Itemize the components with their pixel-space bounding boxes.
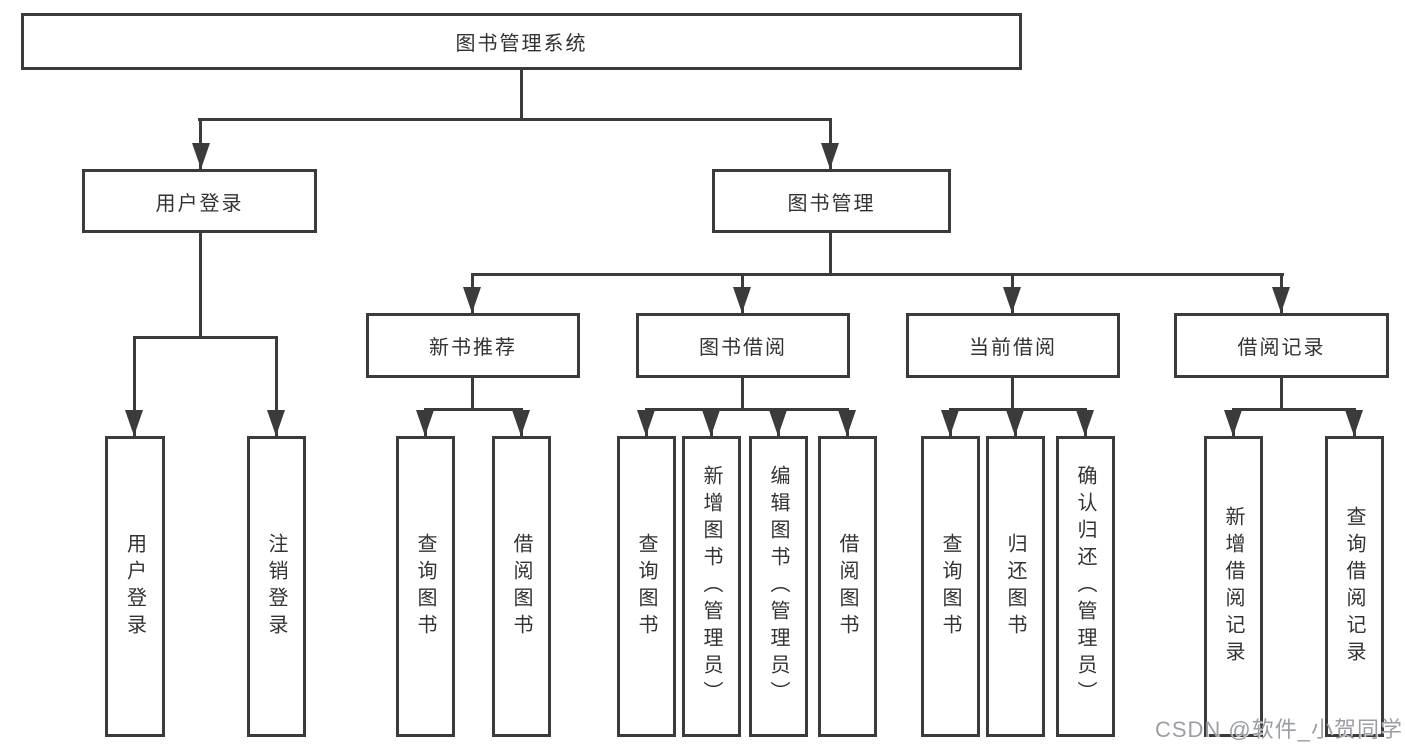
leaf-query-books-borrow: 查询图书 — [617, 436, 676, 737]
leaf-return-book: 归还图书 — [986, 436, 1045, 737]
leaf-edit-book-admin: 编辑图书（管理员） — [749, 436, 808, 737]
connector-line — [520, 69, 523, 118]
connector-line — [275, 336, 278, 436]
connector-line — [1232, 408, 1356, 411]
connector-line — [645, 408, 848, 411]
node-label: 新增借阅记录 — [1222, 505, 1244, 668]
arrow-down-icon — [838, 410, 856, 436]
node-new-book-recommend: 新书推荐 — [366, 313, 580, 378]
leaf-add-book-admin: 新增图书（管理员） — [682, 436, 741, 737]
connector-line — [199, 233, 202, 336]
arrow-down-icon — [1224, 410, 1242, 436]
node-label: 新增图书（管理员） — [700, 465, 722, 708]
node-label: 归还图书 — [1004, 532, 1026, 641]
node-label: 用户登录 — [123, 532, 146, 641]
connector-line — [471, 273, 1284, 276]
node-label: 借阅图书 — [510, 532, 532, 641]
arrow-down-icon — [416, 410, 434, 436]
node-label: 新书推荐 — [429, 337, 517, 359]
connector-line — [198, 118, 832, 121]
node-label: 查询图书 — [414, 532, 436, 641]
arrow-down-icon — [125, 410, 143, 436]
node-book-borrow: 图书借阅 — [636, 313, 850, 378]
node-label: 查询图书 — [635, 532, 657, 641]
arrow-down-icon — [1345, 410, 1363, 436]
connector-line — [133, 336, 136, 436]
arrow-down-icon — [637, 410, 655, 436]
leaf-borrow-books-2: 借阅图书 — [818, 436, 877, 737]
node-label: 图书管理系统 — [455, 33, 588, 55]
arrow-down-icon — [733, 287, 751, 313]
node-label: 图书管理 — [787, 192, 876, 215]
arrow-down-icon — [941, 410, 959, 436]
leaf-add-borrow-record: 新增借阅记录 — [1204, 436, 1263, 737]
connector-line — [829, 233, 832, 273]
arrow-down-icon — [512, 410, 530, 436]
connector-line — [949, 408, 1086, 411]
arrow-down-icon — [1076, 410, 1094, 436]
arrow-down-icon — [463, 287, 481, 313]
node-label: 编辑图书（管理员） — [767, 465, 789, 708]
leaf-user-login: 用户登录 — [105, 436, 165, 737]
node-book-management: 图书管理 — [712, 169, 951, 233]
arrow-down-icon — [1272, 287, 1290, 313]
arrow-down-icon — [1003, 287, 1021, 313]
leaf-query-books-recommend: 查询图书 — [396, 436, 455, 737]
arrow-down-icon — [769, 410, 787, 436]
watermark: CSDN @软件_小贺同学 — [1154, 717, 1403, 742]
arrow-down-icon — [821, 143, 839, 169]
node-label: 注销登录 — [265, 532, 287, 641]
node-label: 查询借阅记录 — [1343, 505, 1365, 668]
leaf-confirm-return-admin: 确认归还（管理员） — [1056, 436, 1115, 737]
arrow-down-icon — [702, 410, 720, 436]
connector-line — [424, 408, 523, 411]
node-root: 图书管理系统 — [21, 13, 1022, 70]
node-label: 当前借阅 — [969, 337, 1057, 359]
connector-line — [133, 336, 278, 339]
node-label: 图书借阅 — [699, 337, 787, 359]
node-user-login: 用户登录 — [82, 169, 317, 233]
leaf-logout: 注销登录 — [247, 436, 306, 737]
node-label: 借阅记录 — [1237, 337, 1326, 359]
connector-line — [1011, 378, 1014, 408]
connector-line — [1280, 378, 1283, 408]
connector-line — [471, 378, 474, 408]
leaf-query-books-current: 查询图书 — [921, 436, 980, 737]
node-label: 确认归还（管理员） — [1074, 465, 1096, 708]
node-label: 借阅图书 — [836, 532, 858, 641]
node-current-borrow: 当前借阅 — [906, 313, 1120, 378]
leaf-query-borrow-record: 查询借阅记录 — [1325, 436, 1384, 737]
leaf-borrow-books-recommend: 借阅图书 — [492, 436, 551, 737]
node-label: 查询图书 — [939, 532, 961, 641]
arrow-down-icon — [192, 143, 210, 169]
arrow-down-icon — [1006, 410, 1024, 436]
node-label: 用户登录 — [155, 192, 244, 215]
node-borrow-records: 借阅记录 — [1174, 313, 1389, 378]
connector-line — [741, 378, 744, 408]
arrow-down-icon — [267, 410, 285, 436]
